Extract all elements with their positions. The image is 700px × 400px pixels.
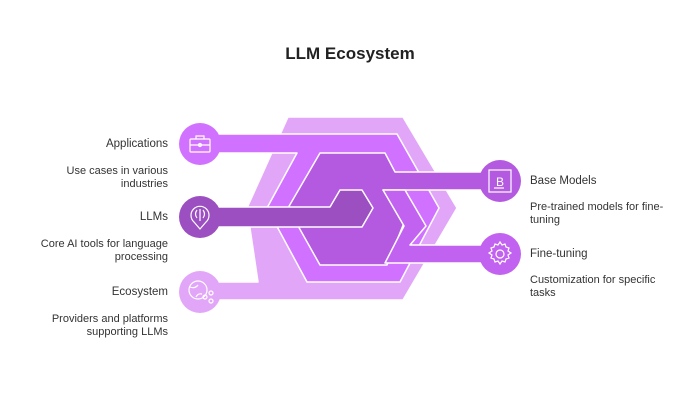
applications-title: Applications <box>105 138 168 150</box>
fine-tuning-title: Fine-tuning <box>530 248 588 260</box>
fine-tuning-node <box>479 233 521 275</box>
fine-tuning-description: Customization for specific tasks <box>530 274 656 299</box>
base-models-description: Pre-trained models for fine-tuning <box>530 201 664 226</box>
ecosystem-description: Providers and platforms supporting LLMs <box>51 313 168 338</box>
core-layer <box>199 189 374 228</box>
applications-description: Use cases in various industries <box>66 165 169 190</box>
llms-description: Core AI tools for language processing <box>40 238 168 263</box>
globe-network-icon <box>188 280 214 304</box>
gear-icon <box>487 240 513 266</box>
briefcase-icon <box>189 135 211 153</box>
diagram-title: LLM Ecosystem <box>285 44 415 63</box>
brain-icon <box>190 205 210 230</box>
llms-title: LLMs <box>139 211 168 223</box>
base-models-title: Base Models <box>530 175 597 187</box>
base-models-icon-letter: B <box>496 175 504 189</box>
ecosystem-title: Ecosystem <box>111 286 168 298</box>
ecosystem-node <box>179 271 221 313</box>
bold-text-icon <box>488 169 512 193</box>
